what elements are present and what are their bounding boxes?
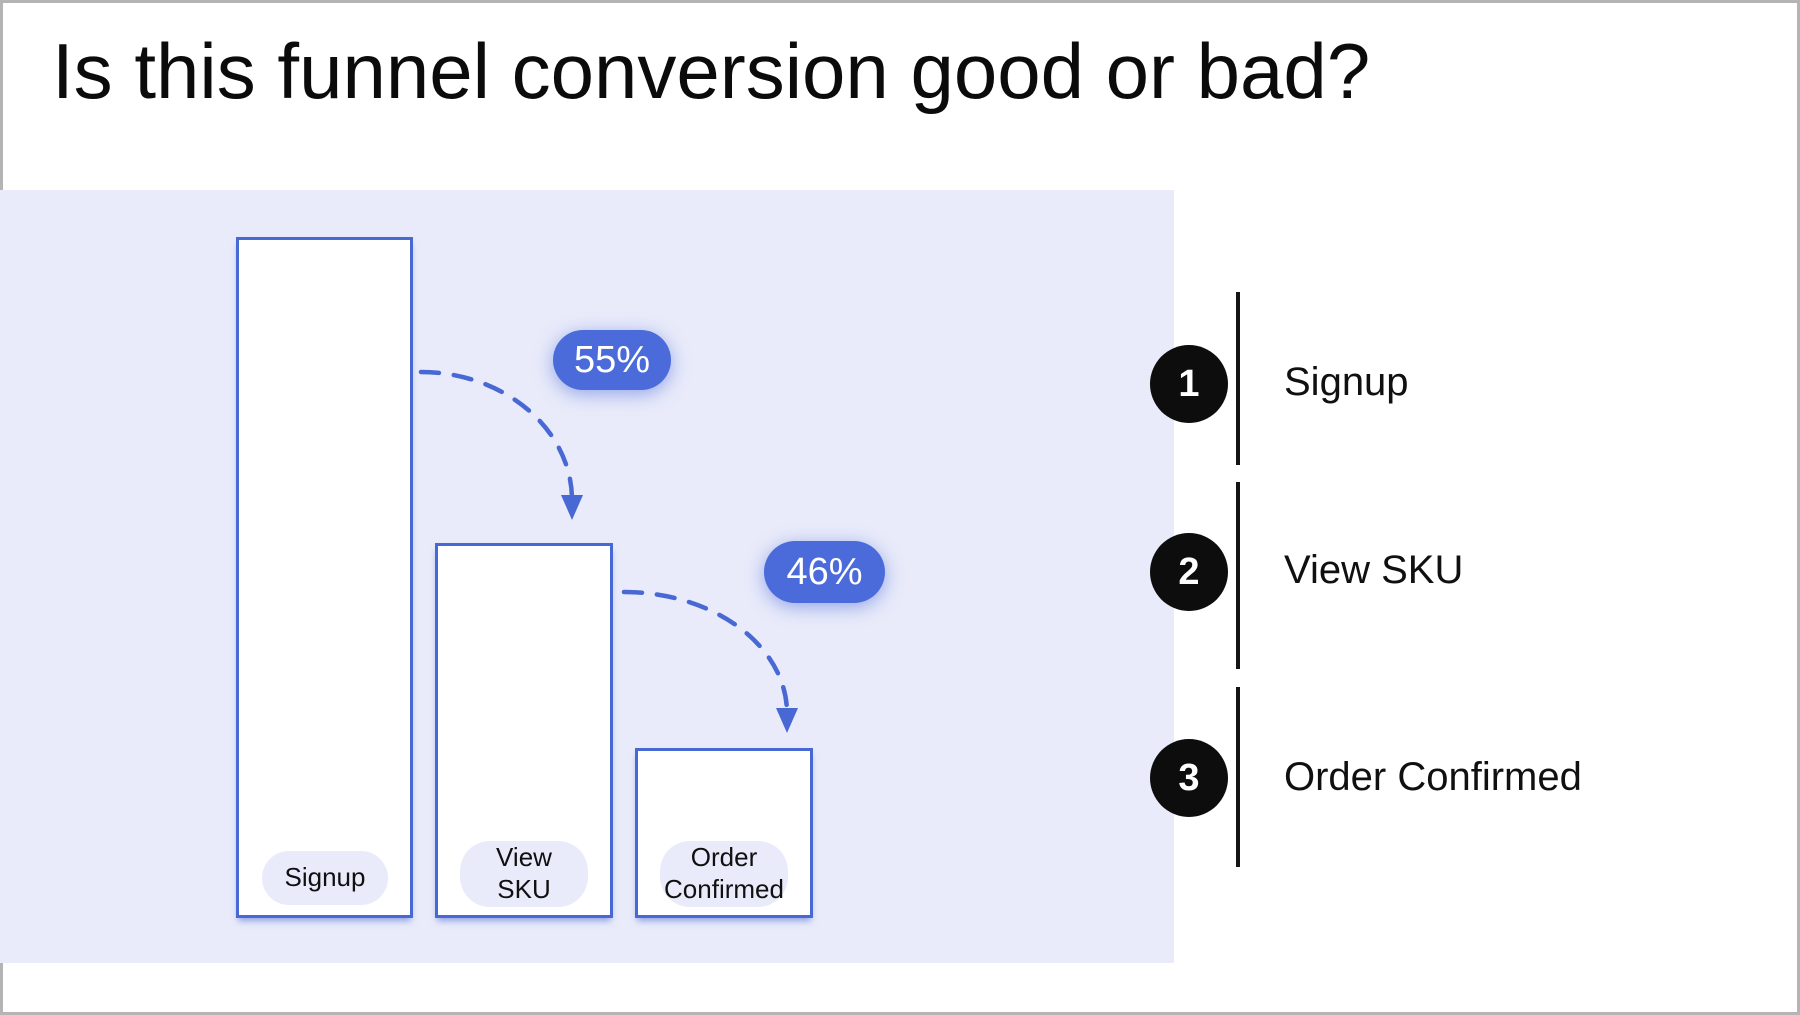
legend-label-signup: Signup bbox=[1284, 360, 1409, 404]
conversion-badge-2: 46% bbox=[764, 541, 885, 603]
bar-label-line: SKU bbox=[497, 874, 551, 904]
bar-label-line: Signup bbox=[284, 862, 366, 893]
bar-label-order-confirmed: Order Confirmed bbox=[660, 841, 788, 907]
bar-label-line: View bbox=[496, 842, 552, 873]
legend-step-badge-1: 1 bbox=[1150, 345, 1228, 423]
bar-label-line: Confirmed bbox=[664, 874, 784, 904]
legend-step-badge-2: 2 bbox=[1150, 533, 1228, 611]
legend-rule-3 bbox=[1236, 687, 1240, 867]
legend-step-badge-3: 3 bbox=[1150, 739, 1228, 817]
bar-label-view-sku: View SKU bbox=[460, 841, 588, 907]
bar-label-signup: Signup bbox=[262, 851, 388, 905]
conversion-badge-1: 55% bbox=[553, 330, 671, 390]
legend-label-view-sku: View SKU bbox=[1284, 548, 1464, 592]
page-title: Is this funnel conversion good or bad? bbox=[52, 27, 1371, 115]
funnel-bar-signup bbox=[236, 237, 413, 918]
legend-label-order-confirmed: Order Confirmed bbox=[1284, 755, 1582, 799]
legend-rule-1 bbox=[1236, 292, 1240, 465]
legend-rule-2 bbox=[1236, 482, 1240, 669]
bar-label-line: Order bbox=[690, 842, 758, 873]
